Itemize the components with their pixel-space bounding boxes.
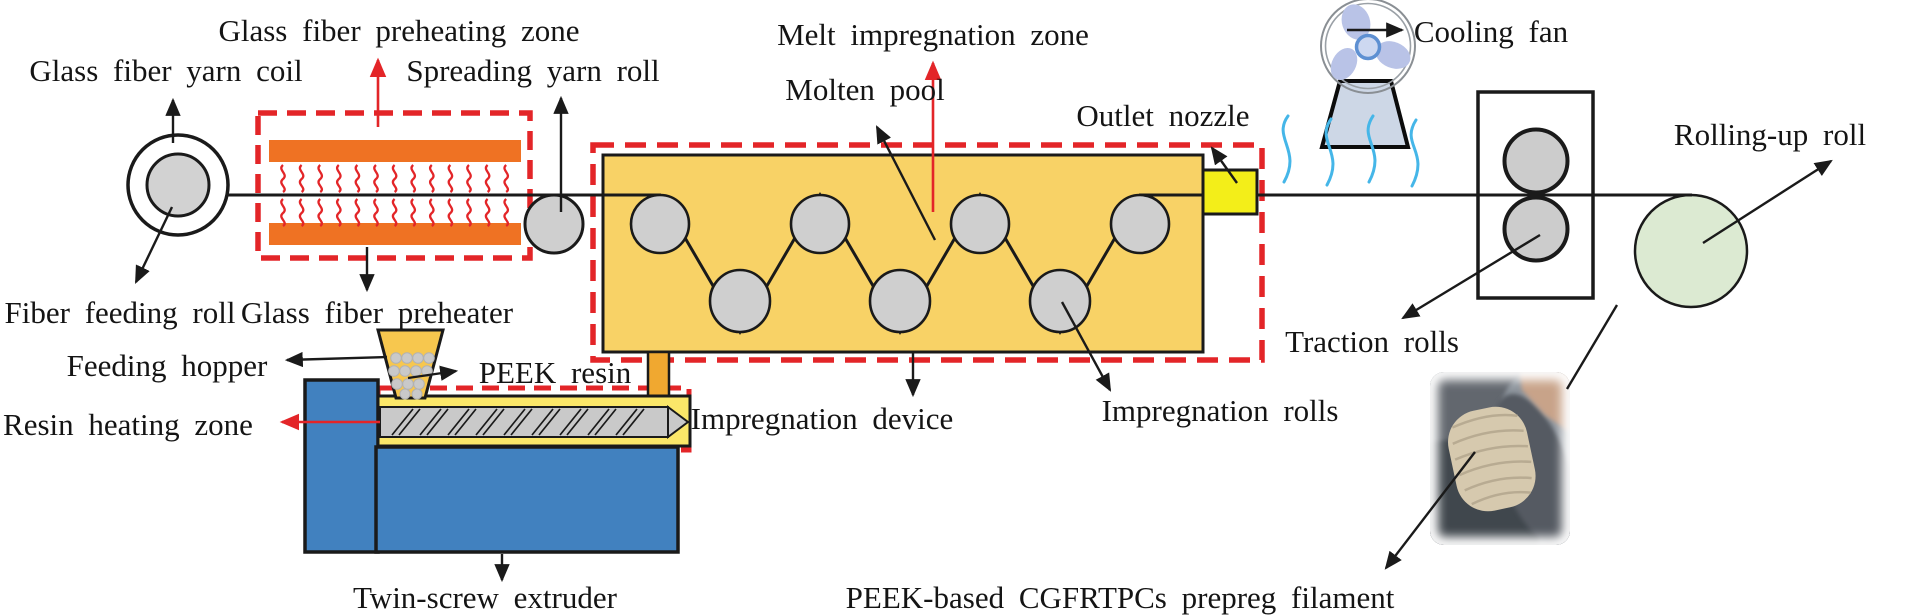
heater-bar-top [269,140,521,162]
upper-impregnation-roll [949,193,1011,255]
arrow-to-fiber-feeding-roll-label [134,206,174,284]
line-roll-to-photo [1565,304,1619,390]
arrow-to-rolling-up-roll-label [1702,159,1833,245]
arrow-to-molten-pool-label [875,125,937,241]
label-glass-fiber-preheater: Glass fiber preheater [241,295,514,330]
lower-impregnation-roll [708,268,772,334]
extruder-screw-tip [667,405,690,439]
upper-impregnation-roll [789,193,851,255]
lower-impregnation-roll [868,268,932,334]
heat-squiggles [280,164,510,227]
label-glass-fiber-preheating-zone: Glass fiber preheating zone [218,13,579,48]
label-fiber-feeding-roll: Fiber feeding roll [5,295,236,330]
label-spreading-yarn-roll: Spreading yarn roll [406,53,659,88]
arrow-to-peek-resin-label [407,365,459,381]
cooling-air-waves [1281,114,1420,188]
fiber-feeding-roll-shape [145,152,211,218]
label-impregnation-device: Impregnation device [691,401,954,436]
label-rolling-up-roll: Rolling-up roll [1674,117,1866,152]
extruder-body [374,445,680,554]
label-glass-fiber-yarn-coil: Glass fiber yarn coil [29,53,302,88]
preheating-zone-dashed-box [255,110,533,261]
arrow-to-feeding-hopper-label [284,351,388,368]
arrow-to-impregnation-rolls-label [1060,301,1112,392]
label-cooling-fan: Cooling fan [1414,14,1569,49]
label-molten-pool: Molten pool [785,72,944,107]
label-prepreg-filament: PEEK-based CGFRTPCs prepreg filament [846,580,1395,615]
label-traction-rolls: Traction rolls [1285,324,1459,359]
prepreg-filament-photo [1430,372,1570,545]
red-annotation-arrows [279,57,942,431]
annotation-arrows [134,22,1833,583]
label-resin-heating-zone: Resin heating zone [3,407,253,442]
lower-impregnation-roll [1028,268,1092,334]
heater-bar-bottom [269,223,521,245]
cooling-fan-icon [1320,0,1416,94]
label-melt-impregnation-zone: Melt impregnation zone [777,17,1089,52]
outlet-nozzle-shape [1201,168,1259,216]
traction-roll-upper [1502,127,1570,195]
arrow-to-outlet-nozzle-label [1210,146,1238,184]
extruder-left-block [303,378,380,554]
label-twin-screw-extruder: Twin-screw extruder [353,580,618,615]
impregnation-rolls-group [629,193,1171,334]
spreading-yarn-roll-shape [523,193,585,255]
melt-impregnation-zone-dashed-box [590,142,1265,363]
arrow-to-prepreg-filament-label [1384,451,1476,570]
traction-roll-lower [1502,195,1570,263]
label-impregnation-rolls: Impregnation rolls [1102,393,1339,428]
rolling-up-roll-shape [1633,193,1749,309]
screw-flights [391,408,645,436]
fan-base [1319,79,1411,149]
label-feeding-hopper: Feeding hopper [67,348,268,383]
label-peek-resin: PEEK resin [479,355,632,390]
upper-impregnation-roll [629,193,691,255]
label-outlet-nozzle: Outlet nozzle [1076,98,1249,133]
arrow-to-traction-rolls-label [1401,233,1541,320]
extruder-to-pool-connector [646,350,671,399]
peek-resin-pellets [388,352,435,400]
upper-impregnation-roll [1109,193,1171,255]
